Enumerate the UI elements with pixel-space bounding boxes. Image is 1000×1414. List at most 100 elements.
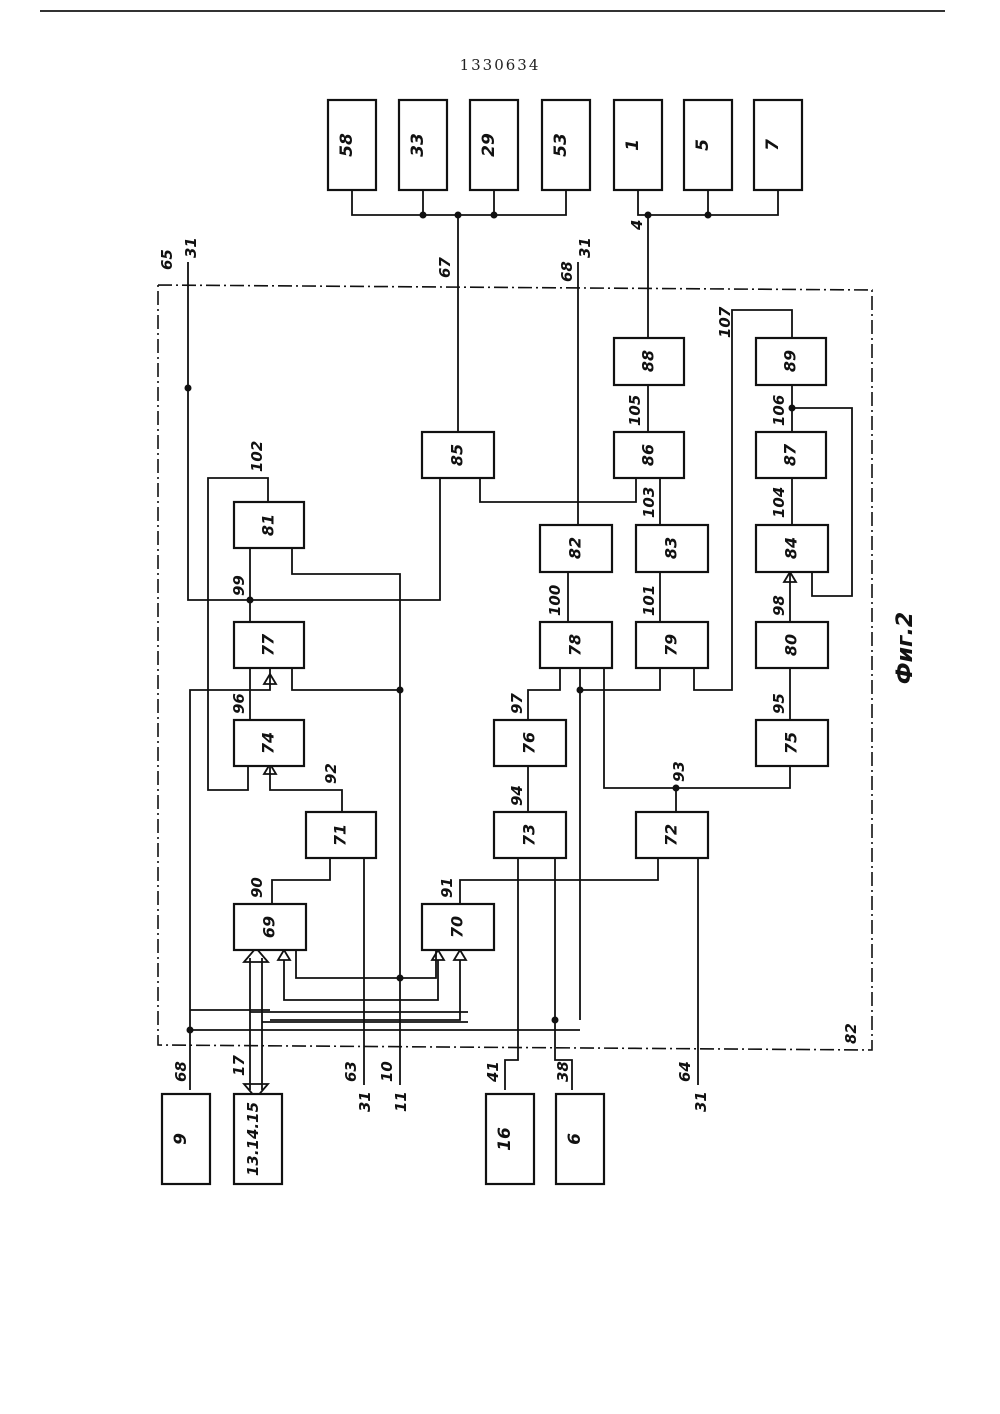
block-87: 87 — [756, 432, 826, 478]
svg-text:7: 7 — [763, 139, 783, 151]
label-100: 100 — [546, 585, 564, 616]
svg-text:84: 84 — [782, 537, 801, 559]
label-101: 101 — [640, 585, 658, 616]
svg-text:53: 53 — [551, 133, 571, 157]
svg-text:73: 73 — [520, 824, 539, 846]
wire-bus-67 — [352, 190, 566, 432]
arrow-70a — [432, 950, 444, 960]
label-31-top-mid: 31 — [576, 237, 594, 258]
arrow-69 — [278, 950, 290, 960]
label-31-bottom-left: 31 — [356, 1091, 374, 1112]
label-90: 90 — [248, 877, 266, 898]
svg-text:77: 77 — [259, 633, 278, 656]
block-77: 77 — [234, 622, 304, 668]
arrow-70b — [454, 950, 466, 960]
svg-text:29: 29 — [479, 133, 499, 157]
label-64: 64 — [676, 1061, 694, 1082]
label-103: 103 — [640, 487, 658, 518]
block-84: 84 — [756, 525, 828, 572]
label-97: 97 — [508, 693, 526, 714]
block-13-14-15: 13.14.15 — [234, 1094, 282, 1184]
wire-90 — [272, 858, 330, 904]
svg-text:78: 78 — [566, 634, 585, 656]
svg-text:87: 87 — [781, 443, 800, 466]
block-81: 81 — [234, 502, 304, 548]
block-79: 79 — [636, 622, 708, 668]
svg-text:71: 71 — [331, 824, 350, 846]
wire-91 — [460, 858, 658, 904]
svg-text:86: 86 — [639, 444, 658, 466]
label-68-top: 68 — [558, 261, 576, 282]
label-99: 99 — [230, 575, 248, 596]
block-9: 9 — [162, 1094, 210, 1184]
label-68-bottom: 68 — [172, 1061, 190, 1082]
block-83: 83 — [636, 525, 708, 572]
wire-31-left — [188, 262, 440, 600]
label-41: 41 — [484, 1061, 502, 1083]
svg-text:58: 58 — [337, 133, 357, 157]
svg-text:70: 70 — [448, 916, 467, 938]
label-11: 11 — [392, 1091, 410, 1112]
block-71: 71 — [306, 812, 376, 858]
label-92: 92 — [322, 763, 340, 784]
block-69: 69 — [234, 904, 306, 950]
block-76: 76 — [494, 720, 566, 766]
svg-text:72: 72 — [662, 824, 681, 846]
block-78: 78 — [540, 622, 612, 668]
label-102: 102 — [248, 441, 266, 472]
label-105: 105 — [626, 395, 644, 426]
block-89: 89 — [756, 338, 826, 385]
block-7: 7 — [754, 100, 802, 190]
label-65: 65 — [158, 249, 176, 270]
label-98: 98 — [770, 595, 788, 616]
svg-text:75: 75 — [782, 732, 801, 754]
block-72: 72 — [636, 812, 708, 858]
wire-81-right — [292, 548, 400, 1000]
block-80: 80 — [756, 622, 828, 668]
svg-text:85: 85 — [448, 444, 467, 466]
label-96: 96 — [230, 693, 248, 714]
svg-text:33: 33 — [408, 133, 428, 157]
label-10: 10 — [378, 1061, 396, 1082]
svg-text:74: 74 — [259, 732, 278, 754]
svg-text:69: 69 — [260, 916, 279, 938]
label-63: 63 — [342, 1061, 360, 1082]
label-17: 17 — [230, 1055, 248, 1076]
block-70: 70 — [422, 904, 494, 950]
label-4: 4 — [628, 220, 646, 231]
svg-text:13.14.15: 13.14.15 — [244, 1102, 262, 1176]
svg-text:83: 83 — [662, 537, 681, 559]
label-95: 95 — [770, 693, 788, 714]
block-33: 33 — [399, 100, 447, 190]
label-38: 38 — [554, 1061, 572, 1082]
wire-41 — [505, 858, 518, 1090]
block-5: 5 — [684, 100, 732, 190]
block-88: 88 — [614, 338, 684, 385]
block-82: 82 — [540, 525, 612, 572]
label-31-bottom-right: 31 — [692, 1091, 710, 1112]
label-94: 94 — [508, 785, 526, 806]
wire-77-right — [292, 668, 400, 690]
svg-text:88: 88 — [639, 350, 658, 372]
label-106: 106 — [770, 395, 788, 426]
wire-38 — [555, 858, 572, 1090]
svg-text:16: 16 — [495, 1127, 515, 1151]
block-86: 86 — [614, 432, 684, 478]
block-1: 1 — [614, 100, 662, 190]
label-31-top-left: 31 — [182, 237, 200, 258]
svg-text:81: 81 — [259, 514, 278, 536]
block-29: 29 — [470, 100, 518, 190]
svg-text:82: 82 — [566, 537, 585, 559]
svg-text:79: 79 — [662, 634, 681, 656]
svg-text:80: 80 — [782, 634, 801, 656]
label-67: 67 — [436, 257, 454, 278]
block-58: 58 — [328, 100, 376, 190]
wire-85-86 — [480, 478, 636, 502]
wire-69-70-feed — [296, 950, 436, 978]
label-104: 104 — [770, 487, 788, 518]
label-107: 107 — [716, 306, 734, 338]
label-82: 82 — [842, 1023, 860, 1044]
block-85: 85 — [422, 432, 494, 478]
